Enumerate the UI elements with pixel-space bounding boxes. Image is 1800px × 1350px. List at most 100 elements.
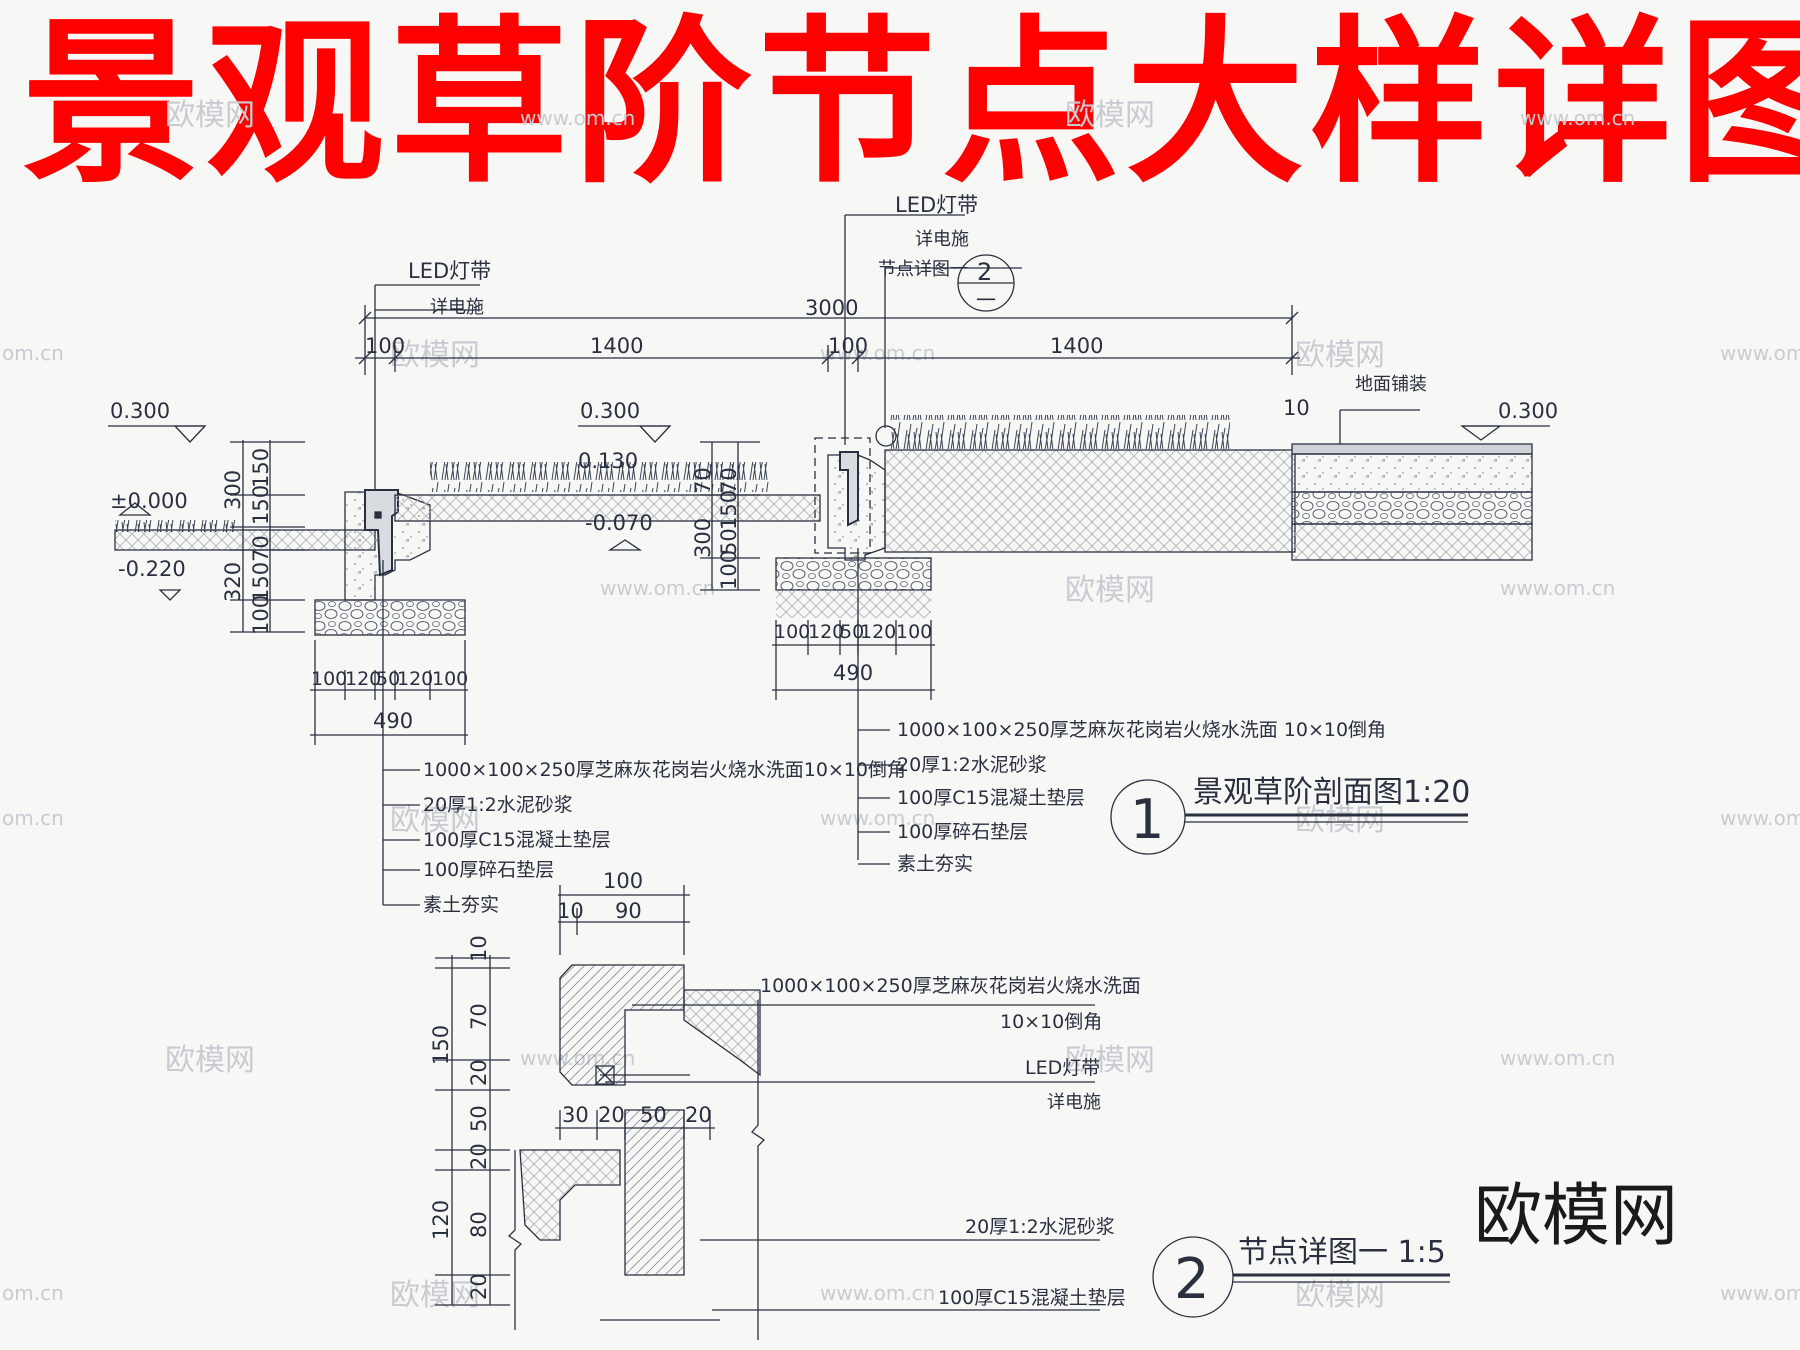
- note-mid: 100厚碎石垫层: [897, 821, 1028, 843]
- watermark-text: www.om.cn: [600, 576, 715, 600]
- elev-minus-220: -0.220: [118, 557, 186, 581]
- elev-zero: ±0.000: [110, 489, 188, 513]
- d2-10: 10: [557, 899, 584, 923]
- base-dim: 50: [376, 668, 400, 690]
- left-vdim: 70: [249, 535, 273, 562]
- caption-2-number: 2: [1174, 1247, 1210, 1312]
- note-mid: 素土夯实: [897, 853, 973, 875]
- dim-10: 10: [1283, 396, 1310, 420]
- dim-100-mid: 100: [828, 334, 868, 358]
- watermark-text: www.om.cn: [1500, 1046, 1615, 1070]
- d2-note: LED灯带: [1025, 1057, 1100, 1079]
- d2-outer: 150: [429, 1025, 453, 1065]
- note-left: 20厚1:2水泥砂浆: [423, 794, 573, 816]
- watermark-text: 欧模网: [1065, 573, 1155, 608]
- detail-ref-sub: 一: [976, 288, 996, 312]
- section-2-labels: 100 10 90 30 20 50 20 150 120 10 70 20 5…: [429, 869, 1446, 1312]
- left-vdim: 100: [249, 595, 273, 635]
- watermark-text: www.om.cn: [820, 1281, 935, 1305]
- watermark-text: www.om.cn: [1520, 106, 1635, 130]
- watermark-text: www.om.cn: [820, 806, 935, 830]
- detail-ref-number: 2: [977, 258, 992, 286]
- d2-overall: 100: [603, 869, 643, 893]
- base-dim: 120: [397, 668, 433, 690]
- note-left: 素土夯实: [423, 894, 499, 916]
- watermark-text: 欧模网: [390, 338, 480, 373]
- led-left-label: LED灯带: [408, 259, 491, 283]
- left-vdim: 150: [249, 485, 273, 525]
- led-left-note: 详电施: [430, 297, 484, 318]
- note-mid: 1000×100×250厚芝麻灰花岗岩火烧水洗面 10×10倒角: [897, 719, 1386, 741]
- elev-minus-070: -0.070: [585, 511, 653, 535]
- d2-mid-dim: 50: [640, 1103, 667, 1127]
- d2-inner: 10: [467, 935, 491, 962]
- mid-vdim: 300: [691, 518, 715, 558]
- d2-90: 90: [615, 899, 642, 923]
- d2-inner: 50: [467, 1105, 491, 1132]
- caption-2-text: 节点详图一 1:5: [1238, 1235, 1446, 1270]
- watermark-text: om.cn: [2, 341, 64, 365]
- left-vdim: 150: [249, 562, 273, 602]
- base-total: 490: [833, 661, 873, 685]
- watermark-text: 欧模网: [1065, 1043, 1155, 1078]
- watermark-text: www.om.cn: [1720, 806, 1800, 830]
- base-dim: 100: [311, 668, 347, 690]
- elev-right-top: 0.300: [1498, 399, 1558, 423]
- base-dim: 120: [860, 621, 896, 643]
- watermark-logo: 欧模网: [1474, 1177, 1679, 1256]
- mid-vdim: 50: [717, 528, 741, 555]
- dim-1400-left: 1400: [590, 334, 643, 358]
- caption-1-text: 景观草阶剖面图1:20: [1193, 775, 1470, 810]
- section-1-labels: 3000 100 1400 100 1400 10 LED灯带 详电施 LED灯…: [110, 193, 1558, 916]
- section-2-drawing: [435, 885, 1100, 1340]
- note-left: 100厚碎石垫层: [423, 859, 554, 881]
- elev-0130: 0.130: [578, 449, 638, 473]
- d2-note: 100厚C15混凝土垫层: [938, 1287, 1126, 1309]
- watermark-text: www.om.cn: [1720, 341, 1800, 365]
- base-dim: 100: [432, 668, 468, 690]
- left-vdim: 320: [221, 562, 245, 602]
- led-mid-label: LED灯带: [895, 193, 978, 217]
- left-vdim: 300: [221, 470, 245, 510]
- d2-mid-dim: 30: [562, 1103, 589, 1127]
- watermark-text: om.cn: [2, 806, 64, 830]
- d2-inner: 20: [467, 1059, 491, 1086]
- elev-left-top: 0.300: [110, 399, 170, 423]
- watermark-text: 欧模网: [390, 803, 480, 838]
- note-left: 100厚C15混凝土垫层: [423, 829, 611, 851]
- watermark-text: www.om.cn: [1720, 1281, 1800, 1305]
- page-title: 景观草阶节点大样详图: [22, 0, 1800, 207]
- paving-label: 地面铺装: [1355, 374, 1427, 395]
- detail-ref-label: 节点详图一: [878, 259, 968, 280]
- watermark-text: www.om.cn: [520, 106, 635, 130]
- watermark-text: 欧模网: [1065, 98, 1155, 133]
- mid-vdim: 70: [691, 467, 715, 494]
- base-dim: 50: [840, 621, 864, 643]
- base-dim: 100: [896, 621, 932, 643]
- mid-vdim: 150: [717, 490, 741, 530]
- base-dim: 120: [345, 668, 381, 690]
- watermark-text: 欧模网: [1295, 1278, 1385, 1313]
- caption-1-number: 1: [1130, 788, 1164, 851]
- section-1-drawing: [108, 214, 1550, 1318]
- watermark-text: 欧模网: [165, 1043, 255, 1078]
- d2-inner: 80: [467, 1211, 491, 1238]
- d2-inner: 20: [467, 1273, 491, 1300]
- mid-vdim: 100: [717, 550, 741, 590]
- dim-1400-right: 1400: [1050, 334, 1103, 358]
- dim-100-left: 100: [365, 334, 405, 358]
- note-left: 1000×100×250厚芝麻灰花岗岩火烧水洗面10×10倒角: [423, 759, 906, 781]
- d2-note: 10×10倒角: [1000, 1011, 1102, 1033]
- base-dim: 120: [808, 621, 844, 643]
- watermark-text: 欧模网: [390, 1278, 480, 1313]
- watermark-text: www.om.cn: [820, 341, 935, 365]
- note-mid: 100厚C15混凝土垫层: [897, 787, 1085, 809]
- watermark-text: 欧模网: [165, 98, 255, 133]
- d2-note: 1000×100×250厚芝麻灰花岗岩火烧水洗面: [760, 975, 1141, 997]
- watermark-text: 欧模网: [1295, 803, 1385, 838]
- note-mid: 20厚1:2水泥砂浆: [897, 754, 1047, 776]
- d2-mid-dim: 20: [598, 1103, 625, 1127]
- watermark-text: 欧模网: [1295, 338, 1385, 373]
- elev-mid-top: 0.300: [580, 399, 640, 423]
